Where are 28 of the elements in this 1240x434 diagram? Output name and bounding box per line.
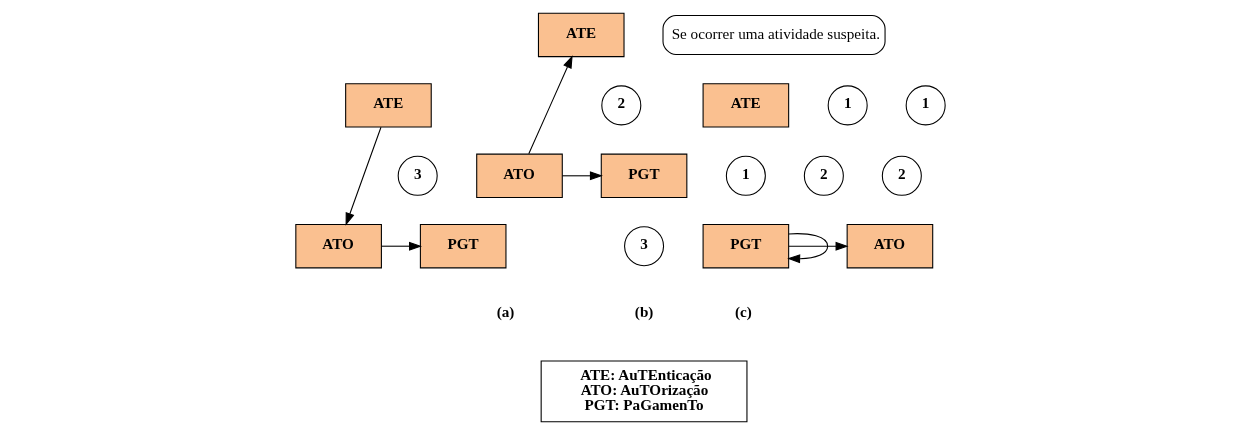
node-circle: 3: [623, 225, 664, 266]
node-box: PGT: [600, 153, 687, 198]
arrow: [787, 241, 849, 251]
node-box: ATE: [537, 12, 625, 57]
node-box: ATE: [344, 82, 432, 128]
label: (c): [734, 302, 752, 320]
arrow: [380, 241, 422, 251]
node-box: Se ocorrer uma atividade suspeita.: [661, 14, 886, 55]
node-box: PGT: [419, 223, 506, 268]
node-circle: 1: [905, 84, 946, 125]
node-circle: 2: [600, 84, 641, 125]
node-circle: 3: [397, 155, 438, 196]
node-box: ATO: [294, 223, 382, 268]
node-circle: 2: [881, 155, 922, 196]
arrow: [561, 170, 603, 180]
node-circle: 1: [725, 155, 766, 196]
arrow: [786, 232, 828, 263]
label: (a): [496, 302, 514, 320]
arrow: [345, 126, 382, 226]
node-box: ATO: [475, 153, 563, 198]
node-box: ATE: [702, 82, 789, 128]
node-circle: 1: [827, 84, 868, 125]
node-box: PGT: [702, 223, 789, 268]
arrow: [527, 54, 573, 154]
node-box: ATE: AuTEnticação ATO: AuTOrização PGT: PaGamenTo: [540, 359, 747, 422]
label: (b): [634, 302, 653, 320]
node-circle: 2: [803, 155, 844, 196]
node-box: ATO: [846, 223, 933, 268]
